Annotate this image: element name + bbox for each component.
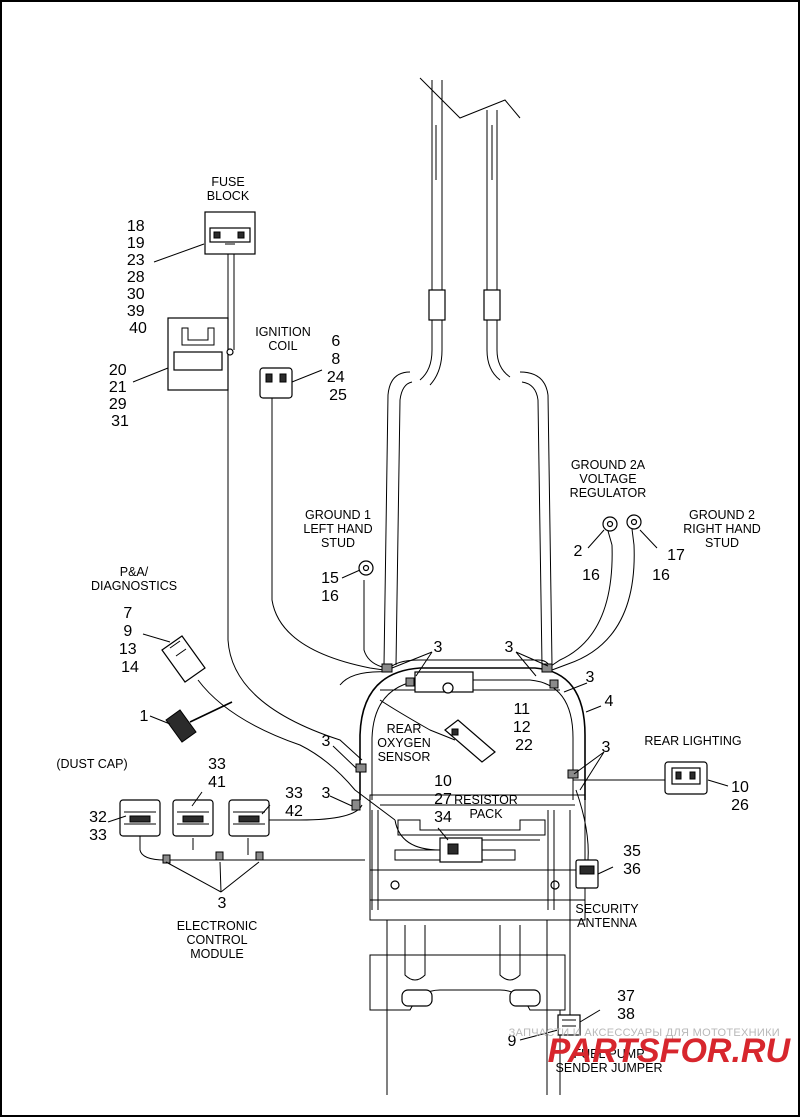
resistor-pack [439, 837, 515, 863]
backbone-clamp-left [428, 289, 446, 321]
ground-2a-callout-a: 2 [574, 543, 583, 560]
ecm-connector-left [119, 799, 161, 837]
clip-rear-light-callout: 3 [602, 739, 611, 756]
ground-2-callout-b: 16 [652, 567, 670, 584]
fuel-pump-jumper [557, 1014, 581, 1036]
fuse-block [204, 211, 256, 255]
harness-clips [351, 663, 579, 811]
dust-cap [165, 701, 233, 743]
dust-cap-callout: 1 [140, 708, 149, 725]
watermark-subtitle: ЗАПЧАСТИ И АКСЕССУАРЫ ДЛЯ МОТОТЕХНИКИ [509, 1027, 780, 1039]
pa-diagnostics-callout: 7 9 13 14 [119, 605, 141, 676]
ecm-clips-callout: 3 [218, 895, 227, 912]
watermark-brand: PARTSFOR.RU [548, 1032, 792, 1070]
rear-oxygen-connector [444, 719, 496, 763]
frame-backbone [383, 77, 553, 666]
ignition-coil-callout: 6 8 24 25 [327, 333, 349, 404]
clip-top-right-callout: 3 [505, 639, 514, 656]
ground-1-terminal [358, 560, 374, 576]
clip-left-low-callout: 3 [322, 785, 331, 802]
security-antenna [575, 859, 599, 889]
frame-clamp [414, 671, 474, 693]
backbone-clamp-right [483, 289, 501, 321]
clip-top-left-callout: 3 [434, 639, 443, 656]
ecm-connector-right [228, 799, 270, 837]
leader-lines [107, 243, 729, 1041]
dust-cap-label: (DUST CAP) [56, 757, 127, 771]
harness-wires [139, 252, 665, 1015]
fuel-pump-9-callout: 9 [508, 1033, 517, 1050]
ground-2-terminal [626, 514, 642, 546]
rear-lighting-label: REAR LIGHTING [644, 734, 741, 748]
ignition-coil-connector [259, 367, 293, 399]
ground-2-callout-a: 17 [667, 547, 685, 564]
clip-right-callout: 3 [586, 669, 595, 686]
rear-frame [359, 667, 586, 1095]
ecm-clips [162, 851, 264, 864]
ecm-connector-center [172, 799, 214, 837]
clip-left-mid-callout: 3 [322, 733, 331, 750]
pa-diagnostics-label: P&A/DIAGNOSTICS [91, 565, 177, 593]
fuse-block-callout: 18 19 23 28 30 39 40 [127, 218, 149, 337]
pa-diagnostics-connector [161, 635, 206, 683]
ground-2a-callout-b: 16 [582, 567, 600, 584]
rear-lighting-connector [664, 761, 708, 795]
resistor-34-callout: 34 [434, 809, 452, 826]
relay-callout: 20 21 29 31 [109, 362, 131, 430]
ground-2a-terminal [602, 516, 618, 546]
frame-callout: 4 [605, 693, 614, 710]
oxygen-callout: 11 12 22 [513, 701, 535, 754]
relay-block [167, 317, 234, 391]
